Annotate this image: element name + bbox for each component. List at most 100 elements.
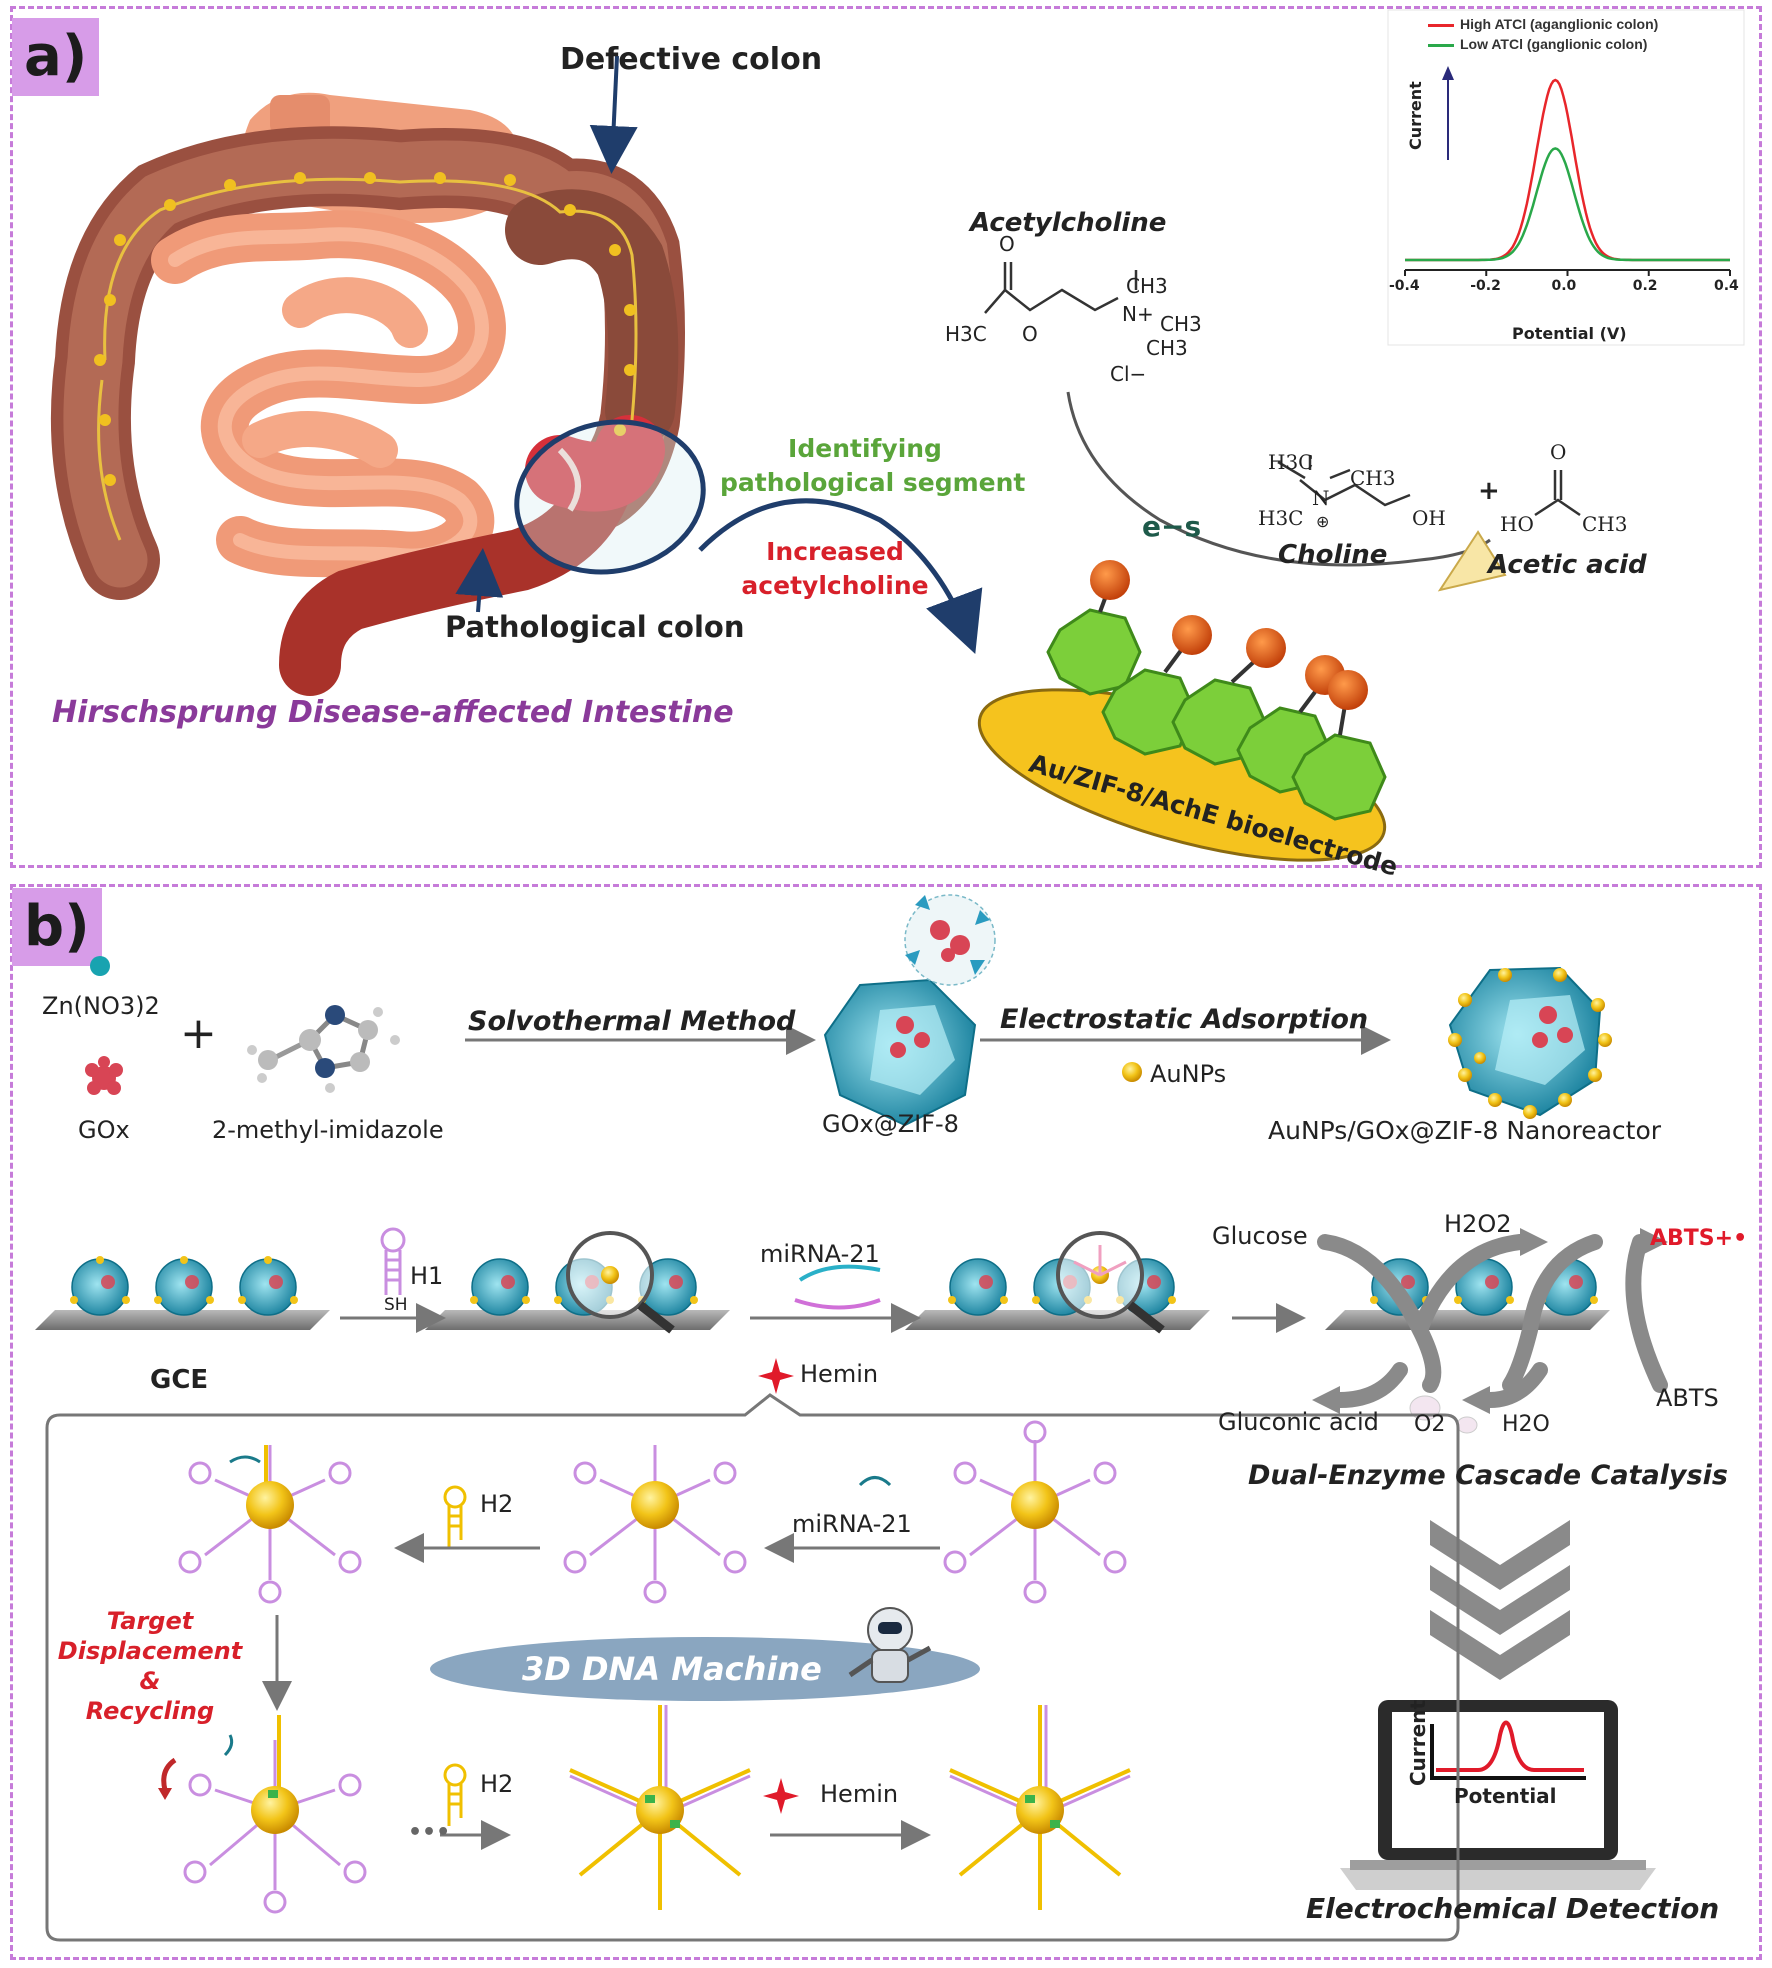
abts-radical-label: ABTS+• xyxy=(1650,1226,1748,1251)
cho-h3c-top: H3C xyxy=(1268,450,1314,474)
dna-machine-label: 3D DNA Machine xyxy=(522,1650,822,1688)
h2-label-2: H2 xyxy=(480,1770,514,1798)
chart-current-arrowhead xyxy=(1442,66,1454,80)
gce-label: GCE xyxy=(150,1365,209,1395)
target-line-3: & xyxy=(139,1667,161,1695)
h2-label-1: H2 xyxy=(480,1490,514,1518)
cho-ch3: CH3 xyxy=(1350,466,1396,490)
cv-chart xyxy=(1387,9,1745,346)
down-chevrons xyxy=(1430,1520,1570,1680)
acid-o: O xyxy=(1550,440,1567,464)
target-line-1: Target xyxy=(106,1607,194,1635)
cascade-arrows xyxy=(1317,1234,1668,1408)
panel-b-frame xyxy=(10,884,1762,1960)
acetylcholine-structure xyxy=(984,262,1138,314)
identifying-line-1: Identifying xyxy=(788,434,942,463)
chart-xlabel: Potential (V) xyxy=(1512,324,1627,343)
ach-o-carbonyl: O xyxy=(999,232,1015,256)
legend-item-low: Low ATCl (ganglionic colon) xyxy=(1428,36,1658,56)
target-label: Target Displacement & Recycling xyxy=(40,1606,260,1726)
laptop-illustration xyxy=(1340,1700,1656,1890)
solvothermal-label: Solvothermal Method xyxy=(468,1006,796,1037)
imidazole-model xyxy=(247,1005,400,1093)
mirna-top-label: miRNA-21 xyxy=(760,1240,880,1268)
cho-oh: OH xyxy=(1412,506,1446,530)
acid-ho: HO xyxy=(1500,512,1534,536)
increased-line-2: acetylcholine xyxy=(741,571,929,600)
increased-line-1: Increased xyxy=(766,537,904,566)
identifying-label: Identifying pathological segment xyxy=(720,432,1026,500)
acetylcholine-title: Acetylcholine xyxy=(970,208,1167,238)
electron-label: e−s xyxy=(1142,510,1202,543)
target-line-4: Recycling xyxy=(85,1697,215,1725)
nanoreactor-label: AuNPs/GOx@ZIF-8 Nanoreactor xyxy=(1268,1116,1662,1145)
o2-label: O2 xyxy=(1414,1412,1446,1437)
bioelectrode-illustration xyxy=(977,560,1387,862)
hemin-top-label: Hemin xyxy=(800,1360,879,1388)
acetic-acid-structure xyxy=(1534,470,1581,517)
cho-charge: ⊕ xyxy=(1316,512,1330,531)
panel-a-tag: a) xyxy=(12,18,100,96)
hemin-inner-label: Hemin xyxy=(820,1780,899,1808)
robot-icon xyxy=(848,1607,932,1683)
legend-swatch-low xyxy=(1428,43,1454,47)
laptop-xlabel: Potential xyxy=(1454,1784,1557,1808)
intestine-caption: Hirschsprung Disease-affected Intestine xyxy=(52,695,734,730)
dna-machine-oval xyxy=(430,1637,980,1701)
abts-label: ABTS xyxy=(1656,1384,1719,1412)
legend-label-high: High ATCl (aganglionic colon) xyxy=(1460,16,1659,32)
reaction-curve xyxy=(1066,391,1491,567)
legend-swatch-high xyxy=(1428,23,1454,27)
aunps-label: AuNPs xyxy=(1150,1060,1227,1088)
ach-ch3-right: CH3 xyxy=(1160,312,1202,336)
legend-label-low: Low ATCl (ganglionic colon) xyxy=(1460,36,1648,52)
ach-h3c: H3C xyxy=(945,322,987,346)
choline-structure xyxy=(1277,455,1411,507)
increased-label: Increased acetylcholine xyxy=(740,535,930,603)
ach-o: O xyxy=(1022,322,1038,346)
cho-n: N xyxy=(1312,486,1330,510)
x-tick-label-3: 0.2 xyxy=(1632,278,1658,294)
gox-label: GOx xyxy=(78,1116,130,1144)
glucose-label: Glucose xyxy=(1212,1222,1308,1250)
electrochem-label: Electrochemical Detection xyxy=(1306,1892,1720,1925)
target-line-2: Displacement xyxy=(57,1637,243,1665)
pathological-colon-label: Pathological colon xyxy=(445,610,745,644)
chart-background xyxy=(1387,9,1745,346)
identifying-line-2: pathological segment xyxy=(720,468,1026,497)
panel-b-tag: b) xyxy=(12,888,102,966)
ach-ch3-bottom: CH3 xyxy=(1146,336,1188,360)
x-tick-label-0: -0.4 xyxy=(1389,278,1420,294)
cho-h3c-left: H3C xyxy=(1258,506,1304,530)
defective-colon-label: Defective colon xyxy=(560,42,823,77)
ach-n: N+ xyxy=(1122,302,1154,326)
h2o-label: H2O xyxy=(1502,1412,1550,1437)
series-line-1 xyxy=(1405,147,1730,262)
x-tick-label-1: -0.2 xyxy=(1470,278,1501,294)
ach-ch3-top: CH3 xyxy=(1126,274,1168,298)
choline-label: Choline xyxy=(1278,540,1388,570)
h1-hairpin xyxy=(380,1227,406,1295)
gox-zif8-label: GOx@ZIF-8 xyxy=(822,1110,959,1138)
zn-label: Zn(NO3)2 xyxy=(42,992,160,1020)
h1-label: H1 xyxy=(410,1262,444,1290)
chart-legend: High ATCl (aganglionic colon) Low ATCl (… xyxy=(1428,16,1658,56)
imidazole-label: 2-methyl-imidazole xyxy=(212,1116,444,1144)
h2-hairpin-2 xyxy=(443,1763,467,1826)
chart-ylabel: Current xyxy=(1406,81,1425,150)
plus-sign-b: + xyxy=(180,1008,217,1059)
mirna-inner-label: miRNA-21 xyxy=(792,1510,912,1538)
h2o2-label: H2O2 xyxy=(1444,1210,1512,1238)
synthesis-row xyxy=(85,894,1612,1127)
sh-label: SH xyxy=(384,1295,408,1315)
nanoreactor-particle xyxy=(1448,966,1612,1119)
dual-enzyme-label: Dual-Enzyme Cascade Catalysis xyxy=(1248,1460,1728,1491)
panel-a-frame xyxy=(10,6,1762,868)
plus-sign-a: + xyxy=(1478,476,1500,506)
acid-ch3: CH3 xyxy=(1582,512,1628,536)
electrostatic-label: Electrostatic Adsorption xyxy=(1000,1004,1369,1035)
x-tick-label-2: 0.0 xyxy=(1551,278,1577,294)
x-tick-label-4: 0.4 xyxy=(1714,278,1739,294)
electrode-row xyxy=(35,1227,1610,1394)
